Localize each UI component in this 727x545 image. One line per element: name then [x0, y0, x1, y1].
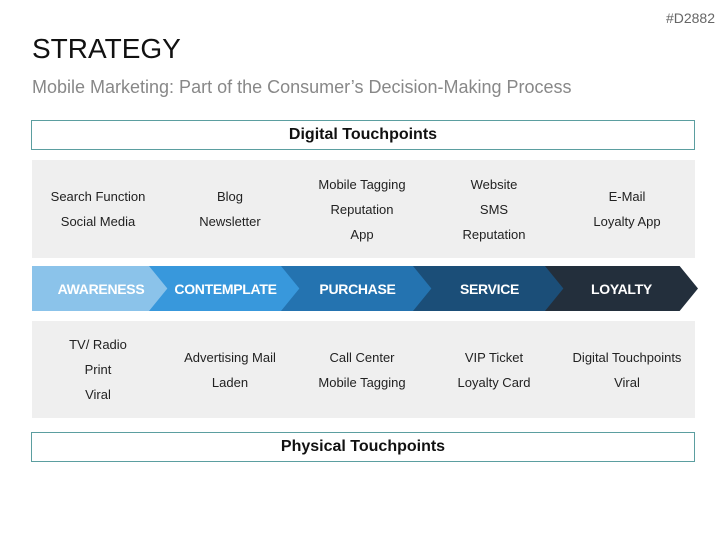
- touchpoint-item: Loyalty App: [593, 214, 661, 229]
- touchpoint-item: Print: [84, 362, 112, 377]
- digital-touchpoints-header: Digital Touchpoints: [31, 120, 695, 150]
- touchpoint-item: SMS: [479, 201, 509, 217]
- stage-service: SERVICE: [413, 266, 566, 311]
- touchpoint-item: App: [350, 226, 374, 242]
- stage-label: LOYALTY: [591, 280, 652, 297]
- stage-awareness: AWARENESS: [32, 266, 170, 311]
- touchpoint-item: Loyalty Card: [457, 374, 531, 390]
- touchpoint-item: Reputation: [462, 226, 526, 242]
- touchpoint-item: Reputation: [330, 201, 394, 217]
- touchpoint-item: Advertising Mail: [184, 349, 276, 365]
- stage-label: CONTEMPLATE: [174, 280, 277, 297]
- touchpoint-item: Blog: [216, 189, 244, 204]
- page-title: STRATEGY: [32, 33, 181, 64]
- stage-contemplate: CONTEMPLATE: [149, 266, 302, 311]
- touchpoint-item: Search Function: [50, 189, 146, 204]
- touchpoint-item: Newsletter: [199, 214, 261, 229]
- physical-touchpoints-header: Physical Touchpoints: [31, 432, 695, 462]
- touchpoint-item: Laden: [211, 374, 249, 390]
- stage-purchase: PURCHASE: [281, 266, 434, 311]
- page-subtitle: Mobile Marketing: Part of the Consumer’s…: [32, 77, 572, 97]
- touchpoint-item: Mobile Tagging: [318, 176, 406, 192]
- touchpoint-item: Mobile Tagging: [318, 374, 406, 390]
- touchpoint-item: Viral: [85, 387, 111, 402]
- touchpoint-item: Digital Touchpoints: [572, 349, 682, 365]
- touchpoint-item: VIP Ticket: [464, 349, 524, 365]
- touchpoint-item: Call Center: [329, 349, 395, 365]
- touchpoint-item: E-Mail: [608, 189, 646, 204]
- stage-label: PURCHASE: [319, 280, 396, 297]
- touchpoint-item: Viral: [614, 374, 640, 390]
- touchpoint-item: Website: [470, 176, 518, 192]
- slide-id: #D2882: [665, 10, 715, 26]
- touchpoint-item: Social Media: [60, 214, 136, 229]
- touchpoint-item: TV/ Radio: [69, 337, 127, 352]
- stage-label: SERVICE: [459, 280, 520, 297]
- stage-loyalty: LOYALTY: [545, 266, 698, 311]
- stage-label: AWARENESS: [57, 280, 145, 297]
